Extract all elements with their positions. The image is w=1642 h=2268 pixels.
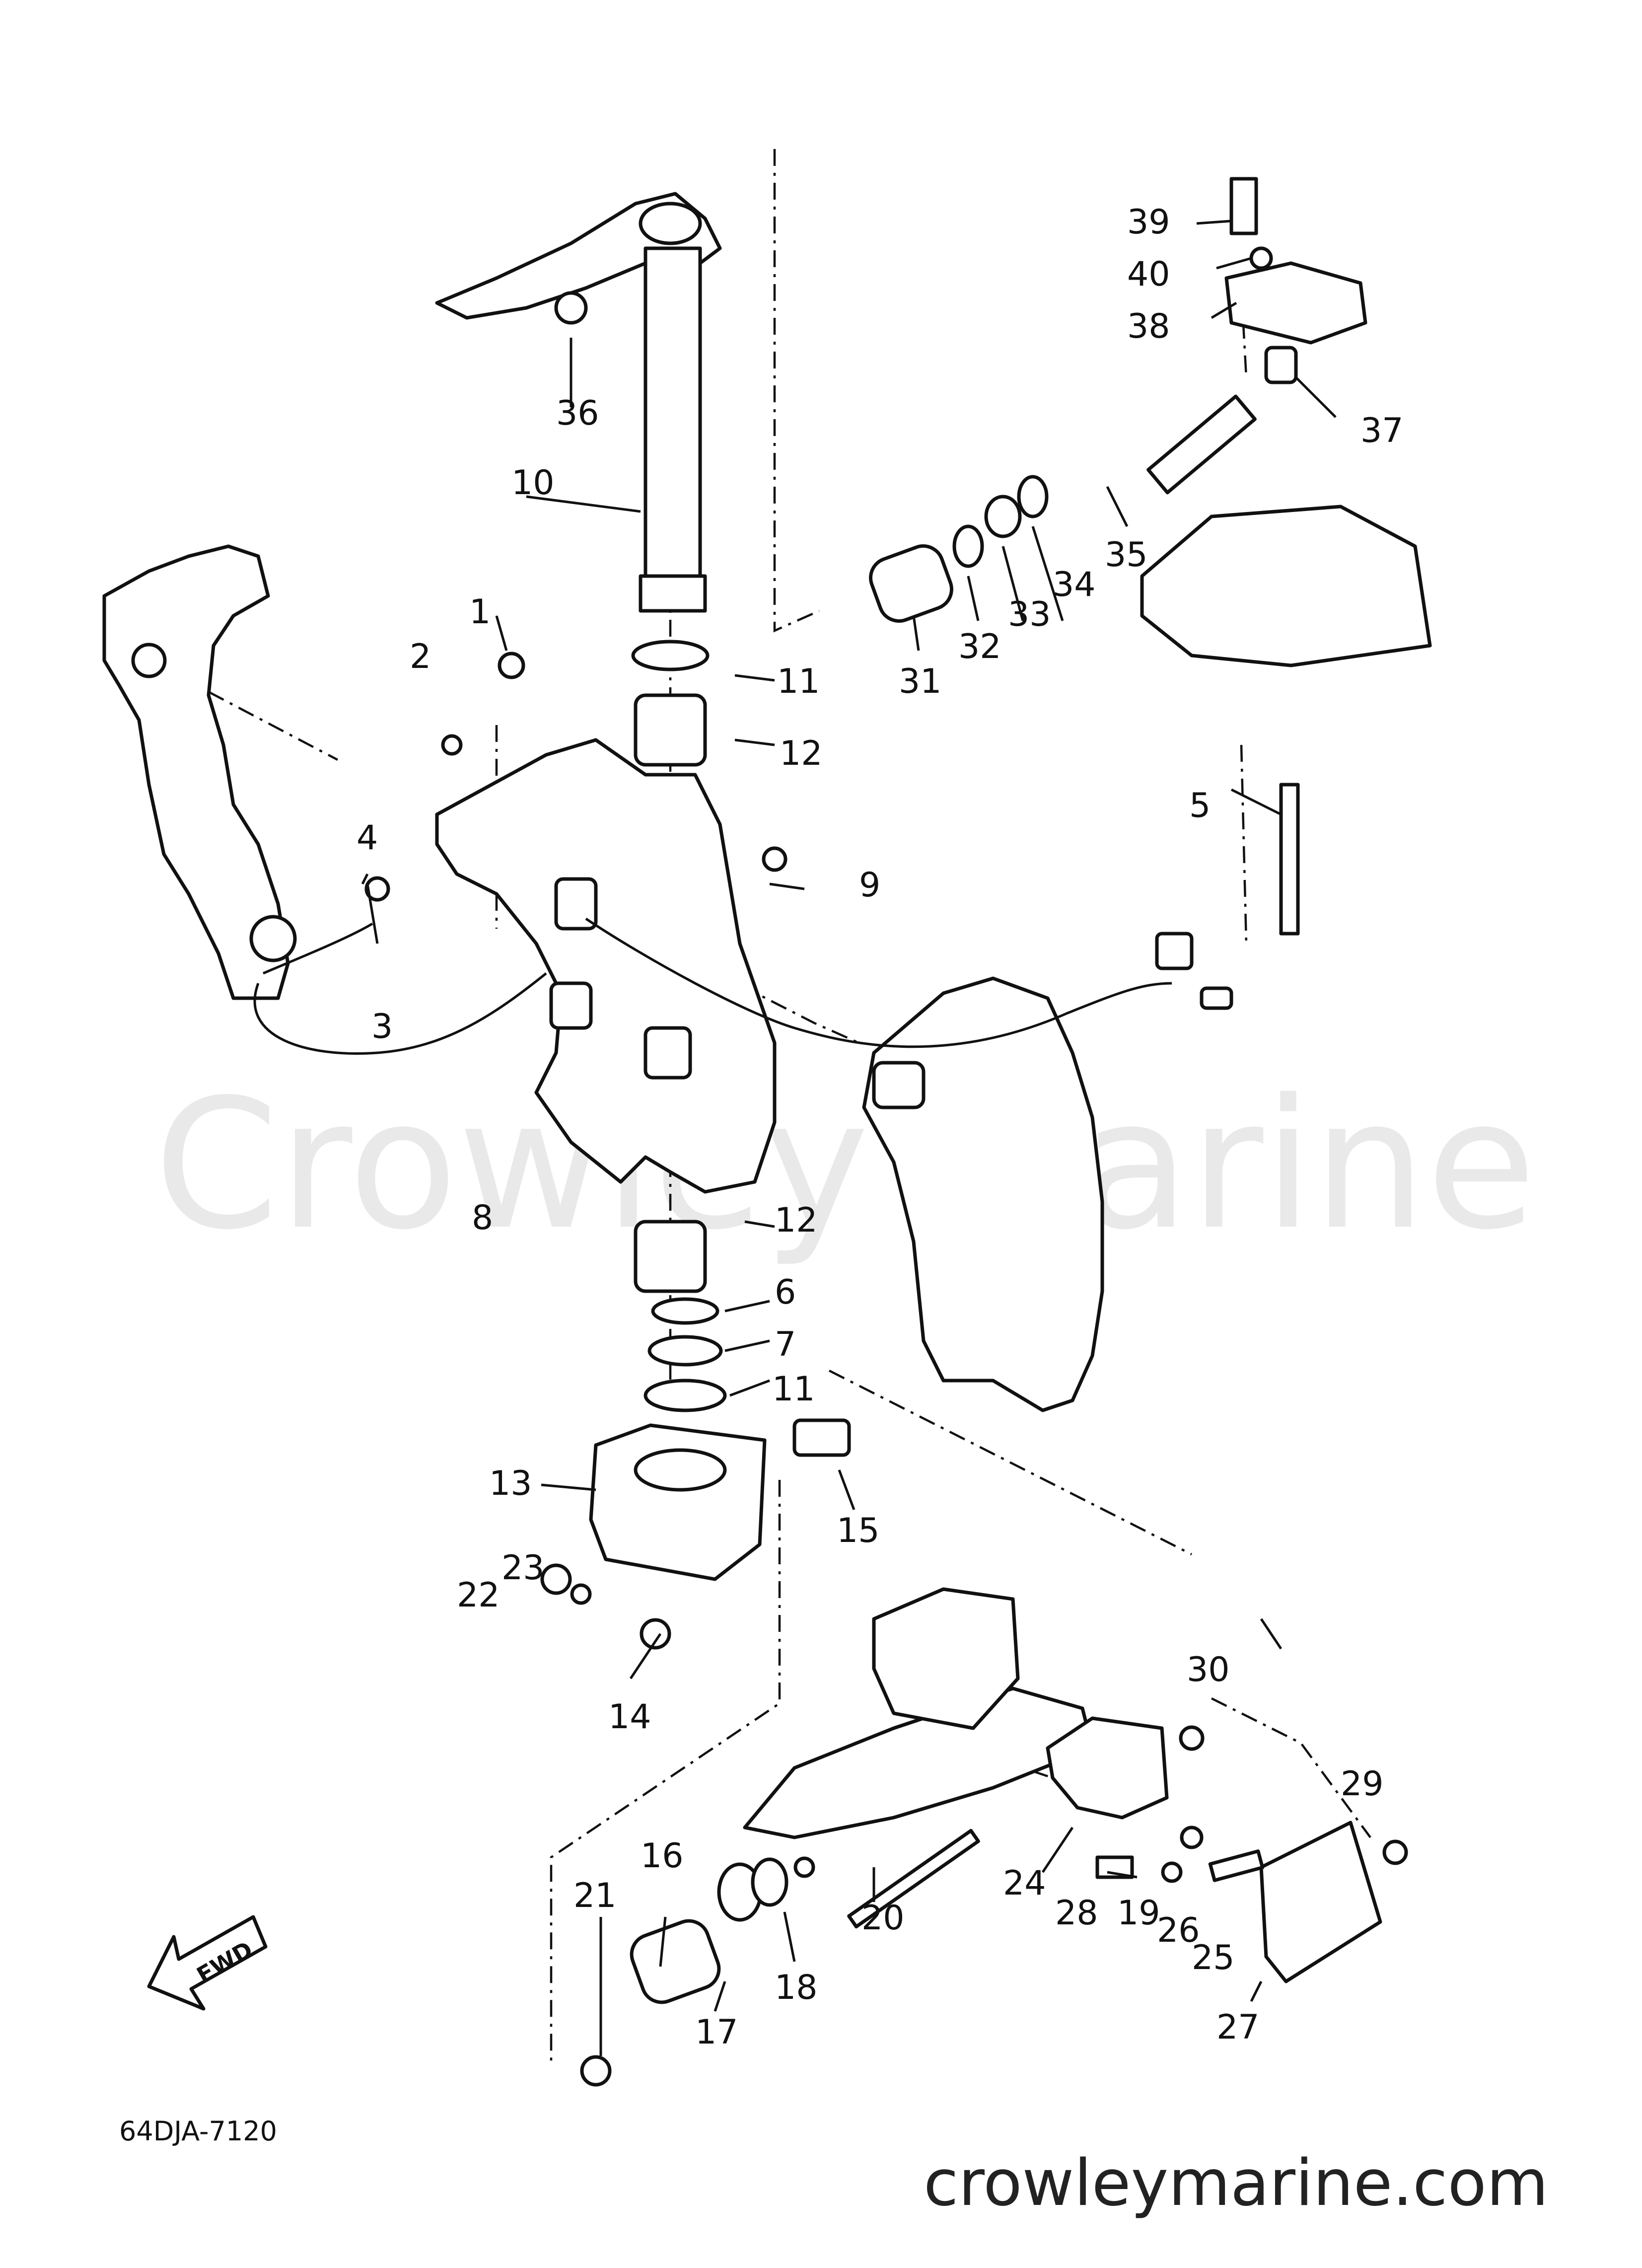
callout-23: 23 xyxy=(501,1548,545,1588)
swivel-bracket xyxy=(435,738,777,1194)
bracket-hole xyxy=(131,643,167,678)
small-hardware xyxy=(364,246,1408,2087)
wire-connector xyxy=(1155,932,1194,970)
o-ring xyxy=(651,1297,719,1325)
website-label: crowleymarine.com xyxy=(924,2146,1549,2220)
swivel-pin-block xyxy=(549,981,593,1030)
callout-24: 24 xyxy=(1003,1864,1046,1903)
bolt xyxy=(1279,783,1300,936)
callout-15: 15 xyxy=(837,1511,880,1550)
fwd-arrow-icon: FWD xyxy=(147,1915,268,2011)
callout-37: 37 xyxy=(1360,411,1404,450)
callout-4: 4 xyxy=(357,818,378,858)
callout-8: 8 xyxy=(472,1198,493,1238)
callout-2: 2 xyxy=(410,637,431,676)
callout-7: 7 xyxy=(775,1325,796,1364)
callout-27: 27 xyxy=(1216,2008,1260,2047)
lower-mount-bracket xyxy=(872,1587,1020,1730)
callout-34: 34 xyxy=(1053,565,1096,604)
callout-19: 19 xyxy=(1117,1894,1160,1933)
bushing xyxy=(634,1220,707,1293)
steering-spline xyxy=(639,574,707,613)
callout-38: 38 xyxy=(1127,307,1170,346)
cover-plate xyxy=(1259,1821,1382,1983)
callout-3: 3 xyxy=(371,1007,393,1046)
callout-17: 17 xyxy=(695,2013,738,2052)
callout-16: 16 xyxy=(641,1836,684,1876)
wire-harness xyxy=(253,917,1172,1055)
washer xyxy=(631,640,710,671)
collar xyxy=(1264,346,1298,384)
bolt-shank xyxy=(1146,394,1257,495)
callout-29: 29 xyxy=(1341,1764,1384,1804)
bolt xyxy=(1229,177,1258,235)
callout-31: 31 xyxy=(899,662,942,701)
callout-33: 33 xyxy=(1008,595,1051,634)
callout-9: 9 xyxy=(859,866,880,905)
mount-housing xyxy=(589,1423,767,1581)
callout-10: 10 xyxy=(511,463,555,503)
leader-lines xyxy=(361,219,1337,2056)
callout-6: 6 xyxy=(775,1273,796,1312)
callout-labels: 1 2 3 4 5 6 7 8 9 10 11 11 12 12 13 14 1… xyxy=(357,203,1404,2052)
callout-14: 14 xyxy=(608,1697,651,1737)
callout-18: 18 xyxy=(775,1968,818,2007)
callout-28: 28 xyxy=(1055,1894,1098,1933)
callout-11-bottom: 11 xyxy=(772,1370,815,1409)
callout-40: 40 xyxy=(1127,255,1170,294)
callout-35: 35 xyxy=(1105,535,1148,575)
mount-cap xyxy=(792,1418,851,1457)
swivel-pin-block xyxy=(554,877,598,931)
steering-column xyxy=(643,246,702,598)
callout-22: 22 xyxy=(457,1576,500,1615)
callout-30: 30 xyxy=(1187,1650,1230,1689)
bushing xyxy=(634,693,707,767)
bracket-hole xyxy=(249,915,297,962)
callout-11-top: 11 xyxy=(777,662,820,701)
wire-connector xyxy=(1200,986,1233,1010)
upper-mount-bracket xyxy=(1224,261,1367,345)
mount-bracket xyxy=(1046,1716,1169,1820)
callout-1: 1 xyxy=(469,592,491,632)
engine-mount-housing xyxy=(1140,505,1432,667)
diagram-part-code: 64DJA-7120 xyxy=(119,2116,277,2147)
callout-13: 13 xyxy=(489,1464,532,1503)
washer xyxy=(647,1335,723,1367)
swivel-pin-block xyxy=(643,1026,692,1080)
callout-12-bottom: 12 xyxy=(775,1201,818,1240)
callout-36: 36 xyxy=(556,394,599,433)
callout-20: 20 xyxy=(861,1899,905,1938)
watermark: Crowley Marine xyxy=(154,1061,1536,1269)
callout-12-top: 12 xyxy=(780,734,823,773)
rubber-mount xyxy=(869,544,953,623)
washer xyxy=(643,1379,727,1412)
callout-5: 5 xyxy=(1189,786,1211,825)
callout-21: 21 xyxy=(573,1876,617,1915)
rubber-mount xyxy=(630,1919,721,2004)
callout-32: 32 xyxy=(958,627,1001,666)
bracket-hole xyxy=(872,1061,926,1109)
mount-housing-bore xyxy=(634,1448,727,1492)
callout-39: 39 xyxy=(1127,203,1170,242)
callout-25: 25 xyxy=(1192,1938,1235,1977)
callout-26: 26 xyxy=(1157,1911,1200,1950)
steering-arm-boss xyxy=(639,202,702,245)
